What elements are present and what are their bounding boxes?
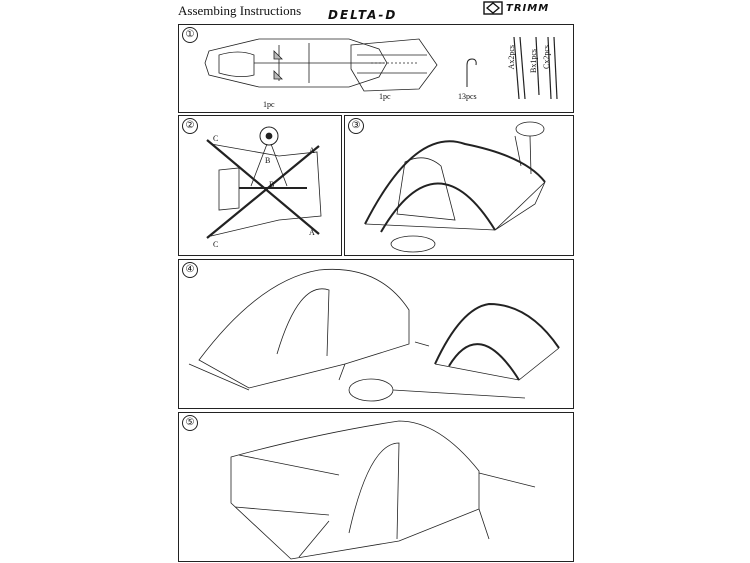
step-4-number: ④ (182, 262, 198, 278)
pegs-qty: 13pcs (458, 92, 477, 101)
step-2-panel: ② C A B B C A (178, 115, 342, 256)
flysheet-qty: 1pc (379, 92, 391, 101)
step-4-panel: ④ (178, 259, 574, 409)
inner-tent-icon (204, 38, 388, 88)
pole-label-b-top: B (265, 156, 271, 165)
corner-label-a-top: A (309, 146, 315, 155)
step-1-panel: ① 1pc 1pc 13pcs Ax2pcs Bx1pcs (178, 24, 574, 113)
pole-a-qty: Ax2pcs (507, 45, 516, 70)
step-3-panel: ③ (344, 115, 574, 256)
pole-label-b-mid: B (269, 180, 275, 189)
corner-label-a-bottom: A (309, 228, 315, 237)
pole-c-qty: Cx2pcs (542, 45, 551, 69)
brand-logo-icon (483, 1, 503, 15)
brand-name: TRIMM (506, 3, 550, 14)
pole-b-qty: Bx1pcs (529, 49, 538, 73)
corner-label-c-bottom: C (213, 240, 219, 249)
poles-icon (513, 36, 558, 100)
step-3-number: ③ (348, 118, 364, 134)
step-5-panel: ⑤ (178, 412, 574, 562)
step-2-number: ② (182, 118, 198, 134)
model-name: DELTA-D (328, 8, 398, 22)
document-title: Assembing Instructions (178, 3, 302, 18)
pitched-tent-illustration (230, 420, 536, 560)
flysheet-icon (350, 38, 438, 92)
pole-insertion-illustration (206, 126, 322, 239)
inner-tent-qty: 1pc (263, 100, 275, 109)
raise-inner-tent-illustration (364, 121, 546, 253)
peg-icon (466, 58, 477, 87)
tent-parts-illustration (204, 36, 558, 100)
corner-label-c-top: C (213, 134, 219, 143)
step-5-number: ⑤ (182, 415, 198, 431)
step-1-number: ① (182, 27, 198, 43)
flysheet-attach-illustration (188, 268, 560, 402)
